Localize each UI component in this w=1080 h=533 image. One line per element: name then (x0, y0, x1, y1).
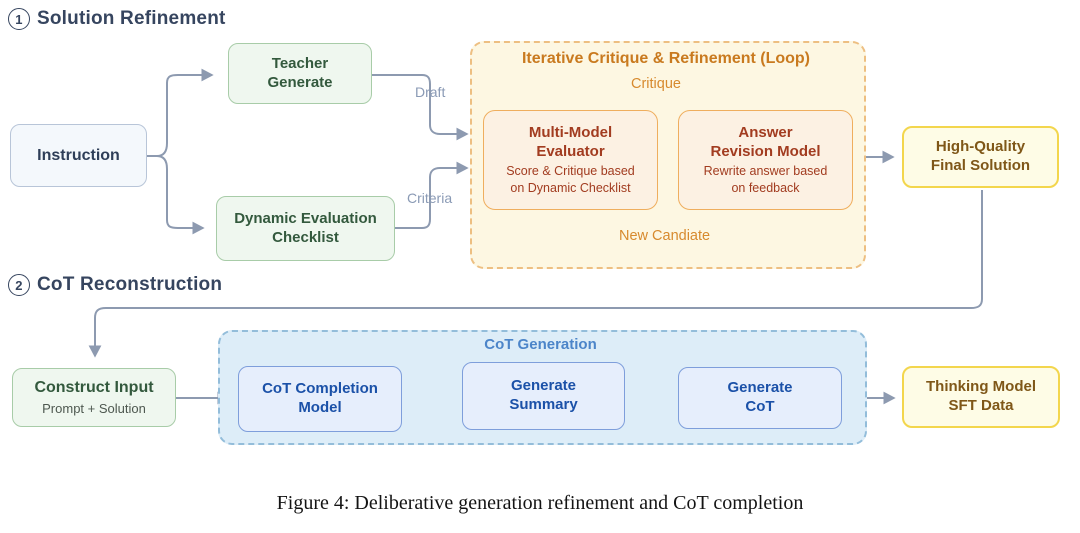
multi-model-evaluator-title: Multi-Model Evaluator (528, 123, 613, 160)
dynamic-checklist-node: Dynamic Evaluation Checklist (216, 196, 395, 261)
cot-completion-model-node: CoT Completion Model (238, 366, 402, 432)
construct-input-subtitle: Prompt + Solution (42, 400, 146, 416)
answer-revision-title: Answer Revision Model (710, 123, 821, 160)
figure-caption: Figure 4: Deliberative generation refine… (276, 492, 804, 514)
iterative-loop-title: Iterative Critique & Refinement (Loop) (521, 50, 811, 67)
thinking-model-sft-label: Thinking Model SFT Data (926, 378, 1036, 414)
generate-summary-node: Generate Summary (462, 362, 625, 430)
critique-arc-label: Critique (631, 76, 681, 92)
final-solution-node: High-Quality Final Solution (902, 126, 1059, 188)
final-solution-label: High-Quality Final Solution (930, 138, 1031, 174)
section1-heading-label: Solution Refinement (37, 8, 226, 29)
section2-heading: 2 CoT Reconstruction (8, 274, 222, 296)
criteria-wire-label: Criteria (407, 190, 453, 206)
cot-generation-title: CoT Generation (484, 336, 597, 353)
instruction-label: Instruction (37, 146, 120, 164)
arrow-instruction-to-checklist (156, 155, 205, 235)
dynamic-checklist-label: Dynamic Evaluation Checklist (234, 209, 377, 246)
multi-model-evaluator-node: Multi-Model Evaluator Score & Critique b… (483, 110, 658, 210)
generate-cot-label: Generate CoT (727, 379, 793, 415)
new-candidate-arc-label: New Candiate (619, 228, 711, 244)
teacher-generate-label: Teacher Generate (267, 54, 333, 91)
generate-cot-node: Generate CoT (678, 367, 842, 429)
construct-input-title: Construct Input (34, 378, 154, 396)
section1-number-icon: 1 (8, 8, 30, 30)
cot-completion-model-label: CoT Completion Model (262, 380, 378, 416)
section1-heading: 1 Solution Refinement (8, 8, 226, 30)
section2-number-icon: 2 (8, 274, 30, 296)
section2-heading-label: CoT Reconstruction (37, 274, 223, 295)
teacher-generate-node: Teacher Generate (228, 43, 372, 104)
answer-revision-node: Answer Revision Model Rewrite answer bas… (678, 110, 853, 210)
multi-model-evaluator-subtitle: Score & Critique based on Dynamic Checkl… (506, 164, 635, 195)
instruction-node: Instruction (10, 124, 147, 187)
generate-summary-label: Generate Summary (509, 377, 578, 413)
construct-input-node: Construct Input Prompt + Solution (12, 368, 176, 427)
answer-revision-subtitle: Rewrite answer based on feedback (703, 164, 828, 195)
arrow-instruction-to-teacher (156, 68, 214, 157)
thinking-model-sft-node: Thinking Model SFT Data (902, 366, 1060, 428)
draft-wire-label: Draft (415, 84, 446, 100)
